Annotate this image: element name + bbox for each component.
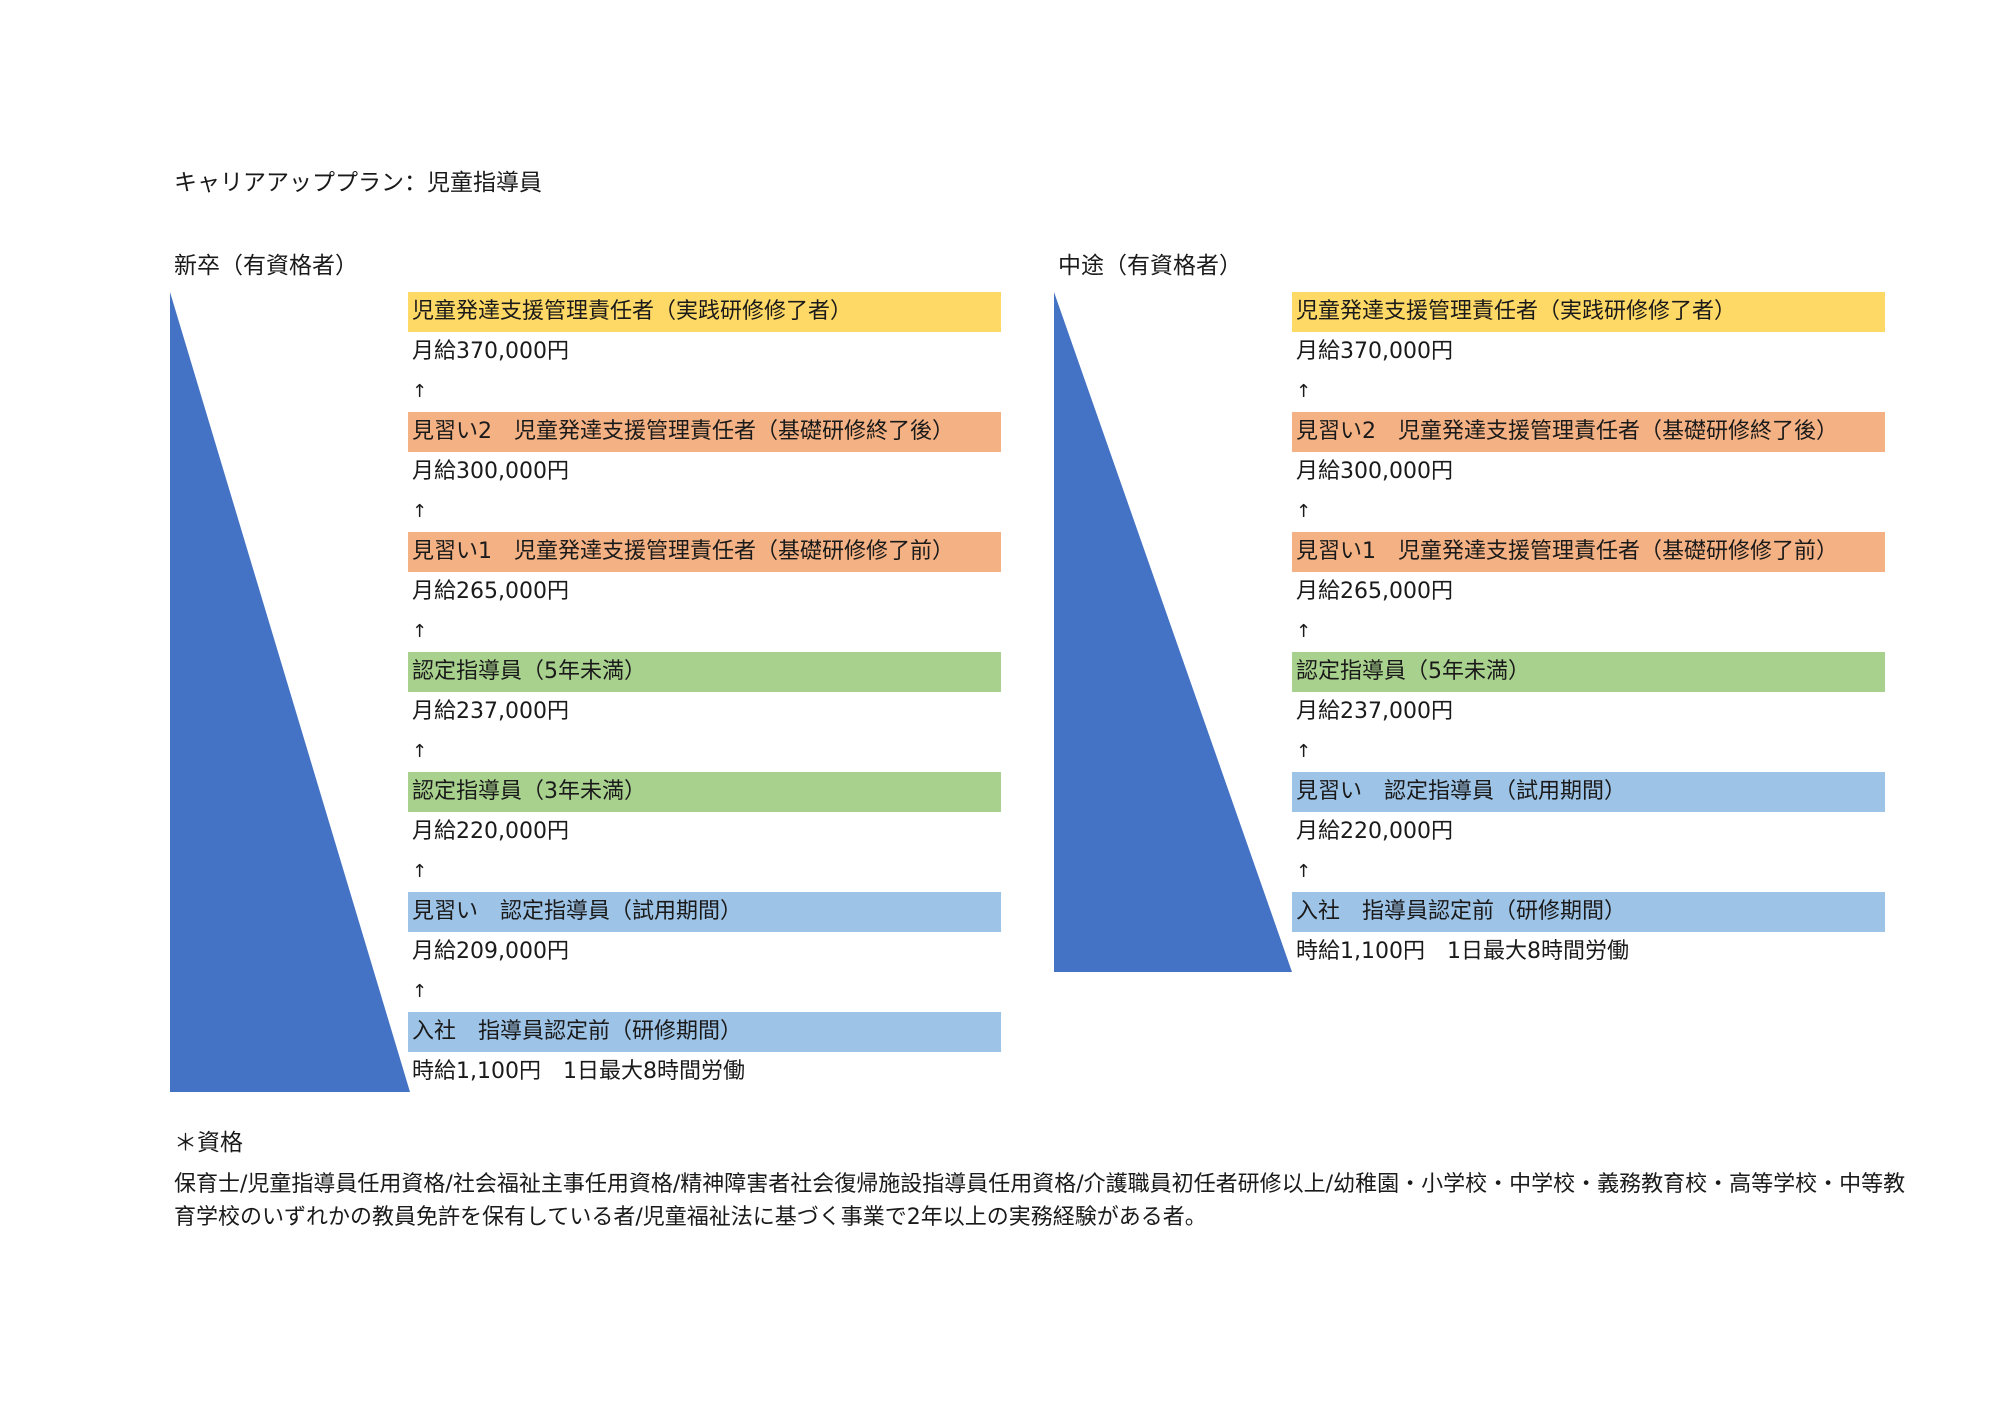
up-arrow-icon: ↑ bbox=[412, 501, 428, 522]
qualification-note-body: 保育士/児童指導員任用資格/社会福祉主事任用資格/精神障害者社会復帰施設指導員任… bbox=[174, 1172, 1906, 1230]
up-arrow-icon: ↑ bbox=[412, 621, 428, 642]
step-pay: 月給300,000円 bbox=[412, 459, 569, 484]
step-title-bar: 見習い2 児童発達支援管理責任者（基礎研修終了後） bbox=[408, 412, 1001, 452]
up-arrow-icon: ↑ bbox=[412, 741, 428, 762]
step-title-bar: 児童発達支援管理責任者（実践研修修了者） bbox=[1292, 292, 1885, 332]
career-triangle-new-graduate bbox=[170, 292, 410, 1092]
up-arrow-icon: ↑ bbox=[412, 981, 428, 1002]
step-title-bar: 認定指導員（5年未満） bbox=[408, 652, 1001, 692]
step-pay: 月給265,000円 bbox=[1296, 579, 1453, 604]
step-pay: 月給265,000円 bbox=[412, 579, 569, 604]
career-ladder-new-graduate: 児童発達支援管理責任者（実践研修修了者） 月給370,000円 ↑ 見習い2 児童発達… bbox=[408, 292, 1001, 1092]
step-title-bar: 見習い1 児童発達支援管理責任者（基礎研修修了前） bbox=[408, 532, 1001, 572]
triangle-shape bbox=[170, 292, 410, 1092]
column-heading-new-graduate: 新卒（有資格者） bbox=[174, 253, 358, 279]
step-pay: 月給237,000円 bbox=[1296, 699, 1453, 724]
up-arrow-icon: ↑ bbox=[1296, 621, 1312, 642]
career-triangle-mid-career bbox=[1054, 292, 1292, 972]
column-heading-mid-career: 中途（有資格者） bbox=[1058, 253, 1242, 279]
up-arrow-icon: ↑ bbox=[1296, 861, 1312, 882]
step-pay: 月給209,000円 bbox=[412, 939, 569, 964]
step-pay: 月給220,000円 bbox=[412, 819, 569, 844]
step-pay: 月給370,000円 bbox=[1296, 339, 1453, 364]
step-pay: 月給220,000円 bbox=[1296, 819, 1453, 844]
step-title-bar: 認定指導員（5年未満） bbox=[1292, 652, 1885, 692]
step-title-bar: 認定指導員（3年未満） bbox=[408, 772, 1001, 812]
step-title-bar: 入社 指導員認定前（研修期間） bbox=[1292, 892, 1885, 932]
career-ladder-mid-career: 児童発達支援管理責任者（実践研修修了者） 月給370,000円 ↑ 見習い2 児童発達… bbox=[1292, 292, 1885, 972]
step-pay: 時給1,100円 1日最大8時間労働 bbox=[412, 1059, 745, 1084]
step-title-bar: 入社 指導員認定前（研修期間） bbox=[408, 1012, 1001, 1052]
up-arrow-icon: ↑ bbox=[1296, 501, 1312, 522]
step-pay: 月給370,000円 bbox=[412, 339, 569, 364]
step-pay: 時給1,100円 1日最大8時間労働 bbox=[1296, 939, 1629, 964]
step-pay: 月給300,000円 bbox=[1296, 459, 1453, 484]
up-arrow-icon: ↑ bbox=[412, 861, 428, 882]
step-pay: 月給237,000円 bbox=[412, 699, 569, 724]
triangle-shape bbox=[1054, 292, 1292, 972]
qualification-note-title: ＊資格 bbox=[174, 1130, 243, 1156]
up-arrow-icon: ↑ bbox=[1296, 741, 1312, 762]
page-title: キャリアアッププラン：児童指導員 bbox=[174, 170, 542, 196]
up-arrow-icon: ↑ bbox=[1296, 381, 1312, 402]
step-title-bar: 見習い 認定指導員（試用期間） bbox=[1292, 772, 1885, 812]
up-arrow-icon: ↑ bbox=[412, 381, 428, 402]
step-title-bar: 児童発達支援管理責任者（実践研修修了者） bbox=[408, 292, 1001, 332]
step-title-bar: 見習い2 児童発達支援管理責任者（基礎研修終了後） bbox=[1292, 412, 1885, 452]
step-title-bar: 見習い 認定指導員（試用期間） bbox=[408, 892, 1001, 932]
step-title-bar: 見習い1 児童発達支援管理責任者（基礎研修修了前） bbox=[1292, 532, 1885, 572]
